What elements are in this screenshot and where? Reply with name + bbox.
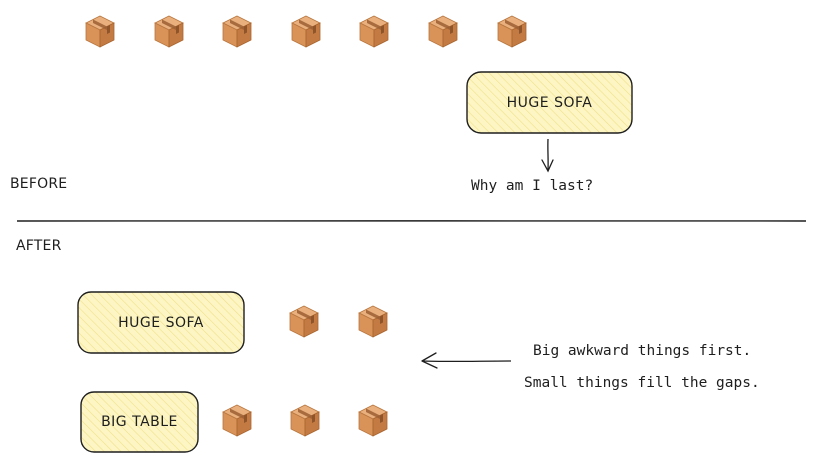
after-big-table: [80, 391, 199, 453]
cardboard-box-icon: [154, 15, 184, 48]
question-note: Why am I last?: [471, 178, 594, 194]
after-huge-sofa: [77, 291, 245, 354]
cardboard-box-icon: [358, 305, 388, 338]
left-arrow: [421, 352, 512, 369]
cardboard-box-icon: [359, 15, 389, 48]
cardboard-box-icon: [291, 15, 321, 48]
cardboard-box-icon: [428, 15, 458, 48]
cardboard-box-icon: [222, 15, 252, 48]
cardboard-box-icon: [289, 305, 319, 338]
after-table-label: BIG TABLE: [101, 414, 178, 430]
cardboard-box-icon: [85, 15, 115, 48]
before-huge-sofa: HUGE SOFA: [466, 71, 633, 134]
before-label: BEFORE: [10, 176, 68, 192]
cardboard-box-icon: [222, 404, 252, 437]
cardboard-box-icon: [290, 404, 320, 437]
after-row-1: HUGE SOFA: [77, 291, 388, 354]
after-row-2: BIG TABLE: [80, 391, 388, 453]
note-line-2: Small things fill the gaps.: [524, 375, 760, 391]
after-sofa-label: HUGE SOFA: [118, 315, 204, 331]
cardboard-box-icon: [358, 404, 388, 437]
before-sofa-label: HUGE SOFA: [507, 95, 593, 111]
before-box-row: [85, 15, 527, 48]
after-label: AFTER: [16, 238, 62, 254]
down-arrow: [541, 138, 554, 173]
cardboard-box-icon: [497, 15, 527, 48]
note-line-1: Big awkward things first.: [533, 343, 752, 359]
